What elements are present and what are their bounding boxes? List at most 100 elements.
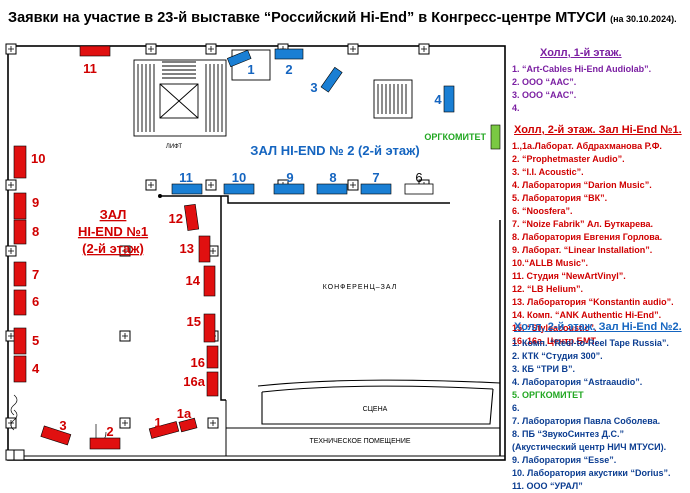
legend-hall2-item: 11. ООО “УРАЛ” (512, 481, 583, 491)
hall2-booth-9-label: 9 (286, 170, 293, 185)
hall1-booth-13 (198, 235, 211, 263)
org-committee-booth (490, 124, 501, 150)
hall1-booth-8 (13, 219, 27, 245)
legend-lobby: Холл, 1-й этаж. 1. “Art-Cables Hi-End Au… (512, 47, 651, 115)
lobby-booth-2-label: 2 (285, 62, 292, 77)
legend-hall2-item: 4. Лаборатория “Astraaudio”. (512, 377, 643, 387)
hall2-title: ЗАЛ HI-END № 2 (2-й этаж) (250, 143, 419, 158)
legend-hall1-item: 4. Лаборатория “Darion Music”. (512, 180, 652, 190)
hall2-booth-11-label: 11 (179, 170, 193, 185)
staircase (133, 49, 413, 137)
legend-hall1-item: 16.,16а. Центр БМТ. (512, 336, 598, 346)
legend-hall2-item: 9. Лаборатория “Esse”. (512, 455, 617, 465)
legend-lobby-item: 2. ООО “ААС”. (512, 77, 577, 87)
elevator-label: ЛИФТ (166, 144, 182, 150)
hall2-booth-6-label: 6 (415, 170, 422, 185)
legend-lobby-item: 1. “Art-Cables Hi-End Audiolab”. (512, 64, 652, 74)
legend-hall1-item: 14. Комп. “ANK Authentic Hi-End”. (512, 310, 662, 320)
legend-hall1-item: 8. Лаборатория Евгения Горлова. (512, 232, 663, 242)
hall1-booth-10-label: 10 (31, 151, 45, 166)
hall2-booth-8 (316, 183, 348, 195)
hall1-booth-9 (13, 192, 27, 220)
legend-hall2-item: 8. ПБ “ЗвукоСинтез Д.С.” (512, 429, 625, 439)
hall1-booth-6-label: 6 (32, 294, 39, 309)
hall1-booth-4-label: 4 (32, 361, 40, 376)
legend-hall1-item: 13. Лаборатория “Konstantin audio”. (512, 297, 674, 307)
legend-hall1-header: Холл, 2-й этаж. Зал Hi-End №1. (514, 124, 682, 136)
hall1-booth-1a (178, 417, 198, 433)
hall1-booth-5-label: 5 (32, 333, 39, 348)
hall2-booth-6 (404, 183, 434, 195)
legend-hall1-item: 12. “LB Helium”. (512, 284, 584, 294)
hall1-title-line2: HI-END №1 (78, 224, 148, 239)
hall2-top-row (171, 183, 434, 195)
lobby-booth-3-label: 3 (310, 80, 317, 95)
hall1-booth-8-label: 8 (32, 224, 39, 239)
legend-hall1-item: 6. “Noosfera”. (512, 206, 573, 216)
hall1-booth-15 (203, 313, 216, 343)
booth-11-top-label: 11 (83, 61, 97, 76)
hall2-booth-7-label: 7 (372, 170, 379, 185)
legend-hall1-item: 10.“ALLB Music”. (512, 258, 589, 268)
hall2-booth-11 (171, 183, 203, 195)
pillars (5, 43, 430, 461)
legend-hall2: Холл, 2-й этаж. Зал Hi-End №2. 1. Комп. … (512, 321, 682, 493)
booth-11-top (79, 45, 111, 57)
hall1-booth-1 (148, 421, 180, 439)
hall1-booth-6 (13, 289, 27, 316)
legend-hall1-item: 9. Лаборат. “Linear Installation”. (512, 245, 653, 255)
legend-hall2-item: 2. КТК “Студия 300”. (512, 351, 603, 361)
legend-lobby-item: 4. (512, 103, 520, 113)
hall1-title-line3: (2-й этаж) (82, 241, 144, 256)
hall1-booth-16a-label: 16а (183, 374, 205, 389)
legend-hall1-item: 1.,1а.Лаборат. Абдрахманова Р.Ф. (512, 141, 662, 151)
legend-hall1-item: 7. “Noize Fabrik” Ал. Буткарева. (512, 219, 654, 229)
org-committee-label: ОРГКОМИТЕТ (424, 132, 486, 142)
tech-room-label: ТЕХНИЧЕСКОЕ ПОМЕЩЕНИЕ (309, 438, 410, 445)
hall1-bottom-booths (40, 417, 198, 450)
stage-label: СЦЕНА (363, 406, 388, 413)
hall2-booth-8-label: 8 (329, 170, 336, 185)
hall1-booth-14-label: 14 (186, 273, 201, 288)
hall1-booth-15-label: 15 (187, 314, 201, 329)
hall1-booth-2 (89, 437, 121, 450)
legend-hall1-item: 5. Лаборатория “ВК”. (512, 193, 608, 203)
legend-hall1-item: 2. “Prophetmaster Audio”. (512, 154, 625, 164)
lobby-booth-4-label: 4 (434, 92, 442, 107)
hall1-booth-1a-label: 1а (177, 406, 192, 421)
lobby-booth-4 (443, 85, 455, 113)
hall1-booth-7-label: 7 (32, 267, 39, 282)
hall1-booth-4 (13, 355, 27, 383)
hall1-booth-7 (13, 261, 27, 287)
hall1-center-booths (184, 203, 219, 397)
hall1-booth-12-label: 12 (169, 211, 183, 226)
hall1-booth-10 (13, 145, 27, 179)
hall1-booth-16 (206, 345, 219, 369)
legend-lobby-item: 3. ООО “ААС”. (512, 90, 577, 100)
lobby-booth-1 (226, 49, 252, 68)
hall1-booth-16a (206, 371, 219, 397)
legend-hall2-item: 5. ОРГКОМИТЕТ (512, 390, 584, 400)
hall1-booth-2-label: 2 (106, 424, 113, 439)
hall1-booth-12 (184, 203, 200, 231)
page-title: Заявки на участие в 23-й выставке “Росси… (8, 10, 677, 26)
hall1-booth-9-label: 9 (32, 195, 39, 210)
hall2-booth-7 (360, 183, 392, 195)
lobby-booth-1-label: 1 (247, 62, 254, 77)
stage (226, 379, 501, 429)
title-main: Заявки на участие в 23-й выставке “Росси… (8, 10, 607, 26)
hall1-booth-3 (40, 425, 72, 446)
hall2-booth-9 (273, 183, 305, 195)
conference-walls (160, 195, 501, 456)
legend-hall2-item: 3. КБ “ТРИ В”. (512, 364, 575, 374)
lobby-booth-2 (274, 48, 304, 60)
legend-hall1-item: 15. “Styleacoustic”. (512, 323, 597, 333)
legend-hall1: Холл, 2-й этаж. Зал Hi-End №1. 1.,1а.Лаб… (512, 124, 682, 348)
conference-label: КОНФЕРЕНЦ–ЗАЛ (323, 284, 398, 291)
hall1-title-line1: ЗАЛ (100, 207, 127, 222)
legend-hall1-item: 3. “I.I. Acoustic”. (512, 167, 584, 177)
hall1-booth-14 (203, 265, 216, 297)
hall1-booth-13-label: 13 (180, 241, 194, 256)
hall1-booth-16-label: 16 (191, 355, 205, 370)
